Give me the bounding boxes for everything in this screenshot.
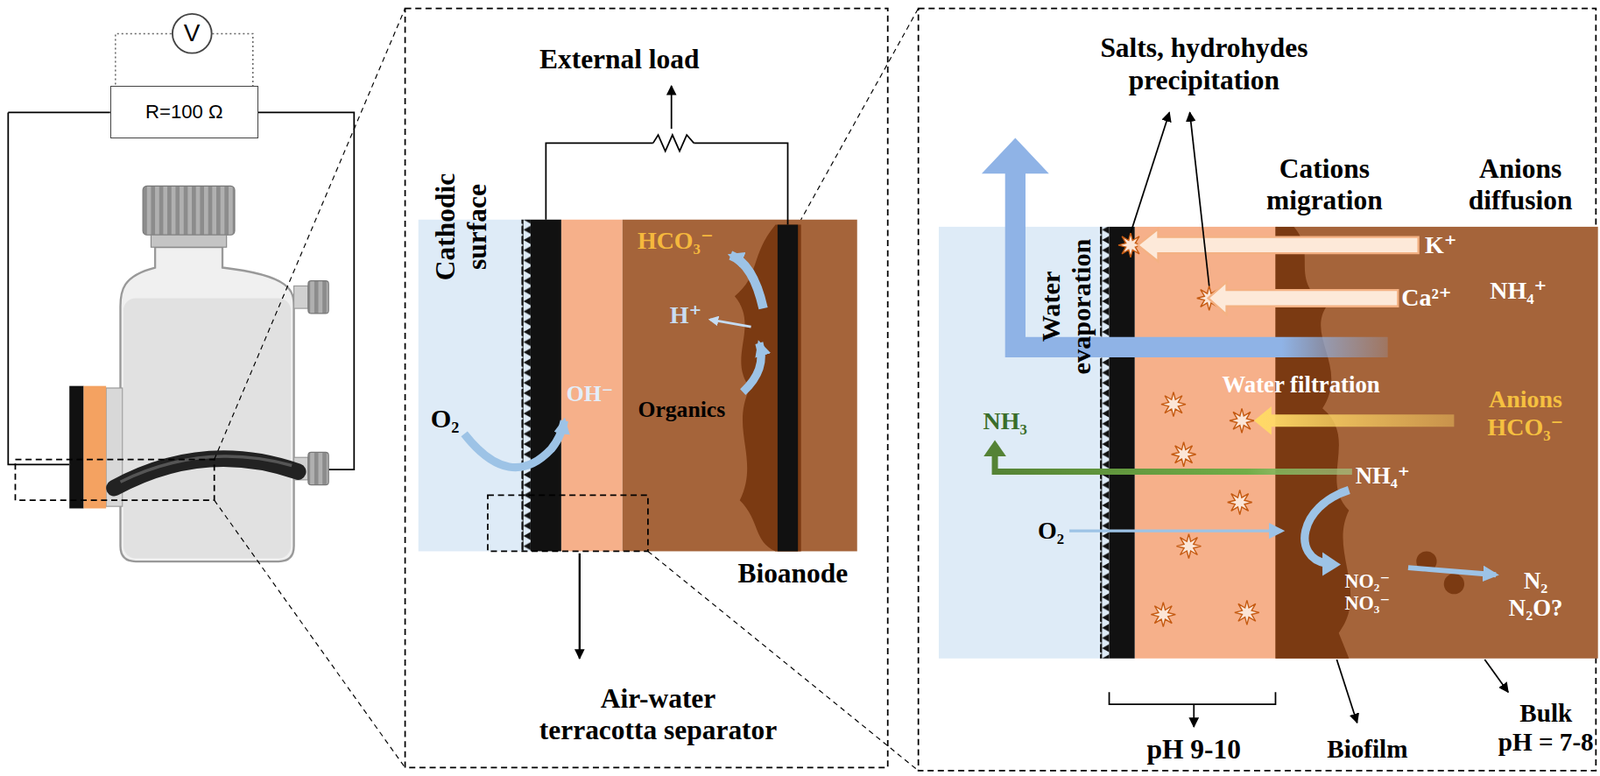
process-label: Water filtration xyxy=(1221,371,1380,399)
gas-label: N₂ N₂O? xyxy=(1508,567,1564,622)
part-label: Bioanode xyxy=(737,557,848,590)
gas-label: O₂ xyxy=(430,402,460,434)
ion-label: H⁺ xyxy=(669,301,703,330)
cell-cross-section xyxy=(405,8,889,769)
voltmeter-lead xyxy=(211,33,253,85)
part-label: Air-water terracotta separator xyxy=(539,682,777,746)
process-label: Anions diffusion xyxy=(1468,153,1573,217)
voltmeter-lead xyxy=(115,33,172,85)
process-label: Cations migration xyxy=(1266,153,1383,217)
ion-label: NO₂⁻ NO₃⁻ xyxy=(1345,569,1391,614)
gas-label: NH₃ xyxy=(983,407,1028,436)
component-value: R=100 Ω xyxy=(145,100,224,124)
resistor-box: R=100 Ω xyxy=(110,85,259,140)
process-label: Water evaporation xyxy=(1036,238,1098,374)
ion-label: OH⁻ xyxy=(566,380,614,407)
ph-label: pH 9-10 xyxy=(1147,733,1241,766)
ion-label: HCO₃⁻ xyxy=(637,226,714,255)
ion-label: K⁺ xyxy=(1424,231,1458,260)
zoom-lines xyxy=(214,8,919,771)
ph-label: Bulk pH = 7-8 xyxy=(1498,697,1594,757)
ion-label: Anions HCO₃⁻ xyxy=(1487,385,1565,442)
separator-detail xyxy=(918,8,1599,771)
process-label: Salts, hydrohydes precipitation xyxy=(1099,32,1308,96)
ion-label: NH₄⁺ xyxy=(1489,276,1547,305)
voltmeter-symbol: V xyxy=(171,13,213,55)
circle-shape xyxy=(172,14,212,54)
substrate-label: Organics xyxy=(638,397,726,423)
meter-symbol-text: V xyxy=(183,19,201,48)
gas-label: O₂ xyxy=(1037,516,1065,545)
reactor-bottle xyxy=(7,112,354,562)
ion-label: Ca²⁺ xyxy=(1401,283,1452,312)
part-label: Cathodic surface xyxy=(429,173,494,281)
circuit-label: External load xyxy=(539,43,700,76)
ion-label: NH₄⁺ xyxy=(1355,462,1410,490)
part-label: Biofilm xyxy=(1326,735,1408,765)
